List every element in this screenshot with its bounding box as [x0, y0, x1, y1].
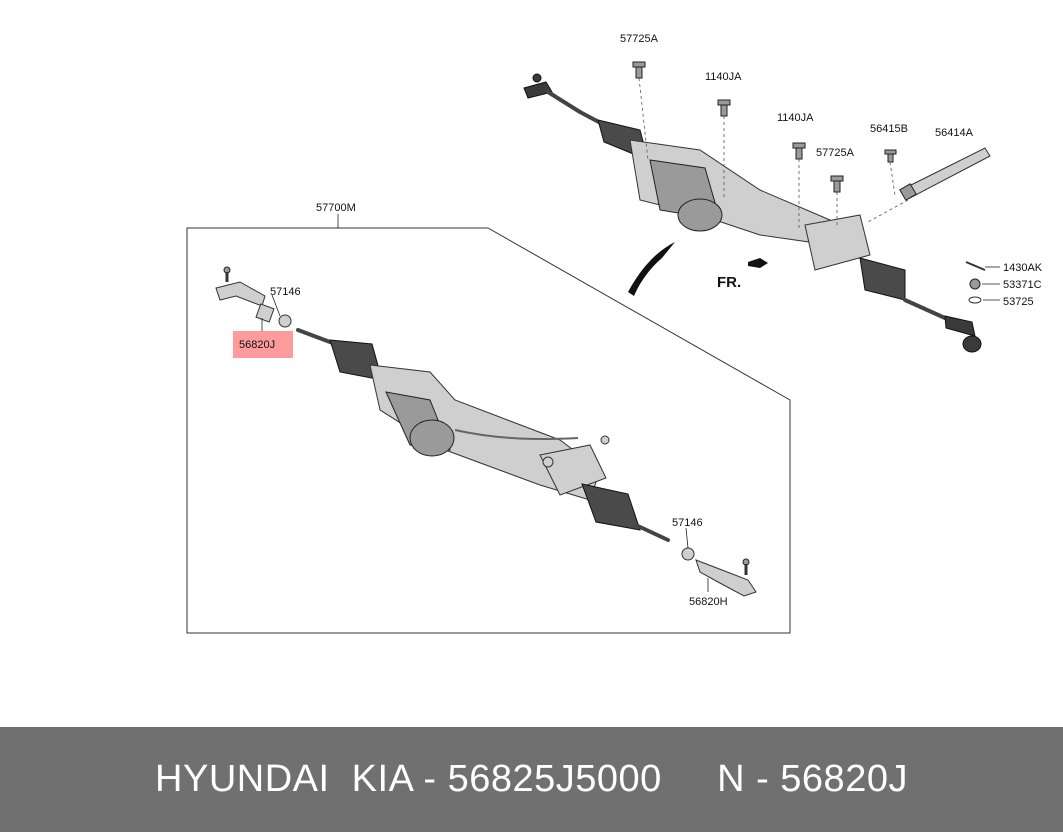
callout-57725A-top: 57725A [620, 33, 659, 45]
callout-1140JA-b: 1140JA [777, 112, 814, 124]
callout-53725: 53725 [1003, 296, 1034, 308]
callout-56415B: 56415B [870, 123, 908, 135]
part-number-footer: HYUNDAI KIA - 56825J5000 N - 56820J [0, 727, 1063, 832]
callout-56414A: 56414A [935, 127, 974, 139]
fr-direction-label: FR. [717, 274, 741, 291]
highlighted-part-box [233, 331, 293, 358]
callout-56820J: 56820J [239, 339, 275, 351]
callout-57146-left: 57146 [270, 286, 301, 298]
assembly-frame [186, 214, 791, 634]
callout-56820H: 56820H [689, 596, 728, 608]
callout-1430AK: 1430AK [1003, 262, 1043, 274]
callout-53371C: 53371C [1003, 279, 1042, 291]
footer-text: HYUNDAI KIA - 56825J5000 N - 56820J [155, 758, 908, 800]
callout-57725A-mid: 57725A [816, 147, 855, 159]
parts-diagram: 57725A 1140JA 1140JA 57725A 56415B 56414… [186, 33, 1043, 634]
overview-assembly [523, 61, 1000, 353]
rack-assembly [215, 266, 757, 597]
assembly-label: 57700M [316, 202, 356, 214]
callout-57146-right: 57146 [672, 517, 703, 529]
callout-1140JA-a: 1140JA [705, 71, 742, 83]
